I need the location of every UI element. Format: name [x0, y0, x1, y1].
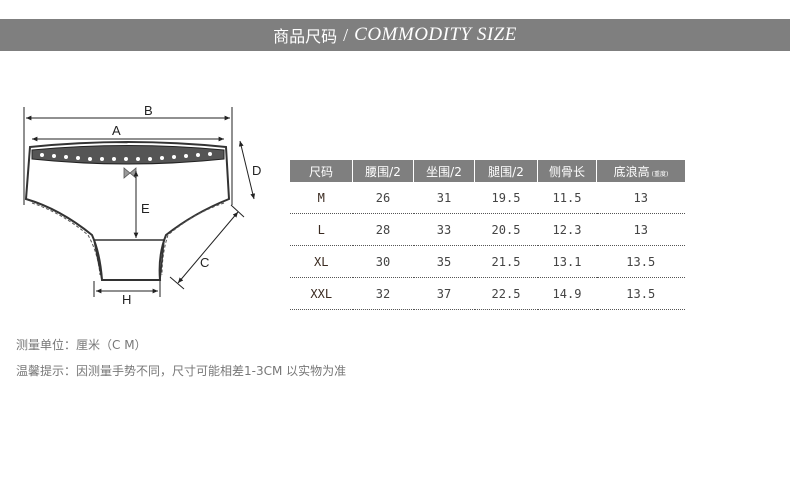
cell-hip: 35 — [413, 245, 475, 278]
table-header-row: 尺码 腰围/2 坐围/2 腿围/2 侧骨长 底浪高(重度) — [290, 160, 685, 182]
cell-side-length: 14.9 — [537, 277, 597, 310]
cell-waist: 30 — [352, 245, 414, 278]
cell-waist: 28 — [352, 213, 414, 246]
cell-size: M — [290, 182, 353, 214]
table-row: XXL 32 37 22.5 14.9 13.5 — [290, 277, 685, 310]
label-b: B — [144, 103, 153, 118]
cell-size: XXL — [290, 277, 353, 310]
header-waist: 腰围/2 — [352, 160, 414, 182]
cell-leg: 21.5 — [474, 245, 538, 278]
banner-separator: / — [343, 24, 349, 45]
cell-rise: 13.5 — [596, 245, 685, 278]
cell-rise: 13 — [596, 213, 685, 246]
cell-hip: 37 — [413, 277, 475, 310]
cell-rise: 13 — [596, 182, 685, 214]
label-c: C — [200, 255, 209, 270]
header-size: 尺码 — [290, 160, 353, 182]
header-rise: 底浪高(重度) — [596, 160, 685, 182]
header-side-length: 侧骨长 — [537, 160, 597, 182]
table-row: M 26 31 19.5 11.5 13 — [290, 182, 685, 214]
banner-title-cn: 商品尺码 — [273, 27, 338, 46]
table-row: XL 30 35 21.5 13.1 13.5 — [290, 245, 685, 278]
label-d: D — [252, 163, 261, 178]
lace-scallops — [40, 152, 212, 161]
header-rise-note: (重度) — [651, 170, 669, 178]
cell-waist: 32 — [352, 277, 414, 310]
measure-tip: 温馨提示：因测量手势不同，尺寸可能相差1-3CM 以实物为准 — [16, 364, 347, 378]
stitch-line — [161, 202, 225, 276]
header-leg: 腿围/2 — [474, 160, 538, 182]
header-hip: 坐围/2 — [413, 160, 475, 182]
notes-block: 测量单位：厘米（C M） 温馨提示：因测量手势不同，尺寸可能相差1-3CM 以实… — [16, 336, 346, 388]
cell-size: XL — [290, 245, 353, 278]
cell-leg: 19.5 — [474, 182, 538, 214]
stitch-line — [31, 202, 101, 276]
cell-leg: 22.5 — [474, 277, 538, 310]
cell-leg: 20.5 — [474, 213, 538, 246]
cell-side-length: 12.3 — [537, 213, 597, 246]
cell-waist: 26 — [352, 182, 414, 214]
size-table: 尺码 腰围/2 坐围/2 腿围/2 侧骨长 底浪高(重度) M 26 31 19… — [290, 160, 685, 310]
cell-size: L — [290, 213, 353, 246]
size-diagram: B A D E C H — [23, 103, 261, 307]
label-a: A — [112, 123, 121, 138]
cell-rise: 13.5 — [596, 277, 685, 310]
cell-side-length: 13.1 — [537, 245, 597, 278]
section-banner: 商品尺码 / COMMODITY SIZE — [0, 19, 790, 51]
cell-hip: 31 — [413, 182, 475, 214]
label-e: E — [141, 201, 150, 216]
unit-note: 测量单位：厘米（C M） — [16, 338, 147, 352]
gusset-outline — [93, 239, 165, 281]
label-h: H — [122, 292, 131, 307]
lace-waistband — [31, 145, 225, 165]
cell-hip: 33 — [413, 213, 475, 246]
cell-side-length: 11.5 — [537, 182, 597, 214]
table-row: L 28 33 20.5 12.3 13 — [290, 213, 685, 246]
banner-title-en: COMMODITY SIZE — [354, 24, 517, 45]
